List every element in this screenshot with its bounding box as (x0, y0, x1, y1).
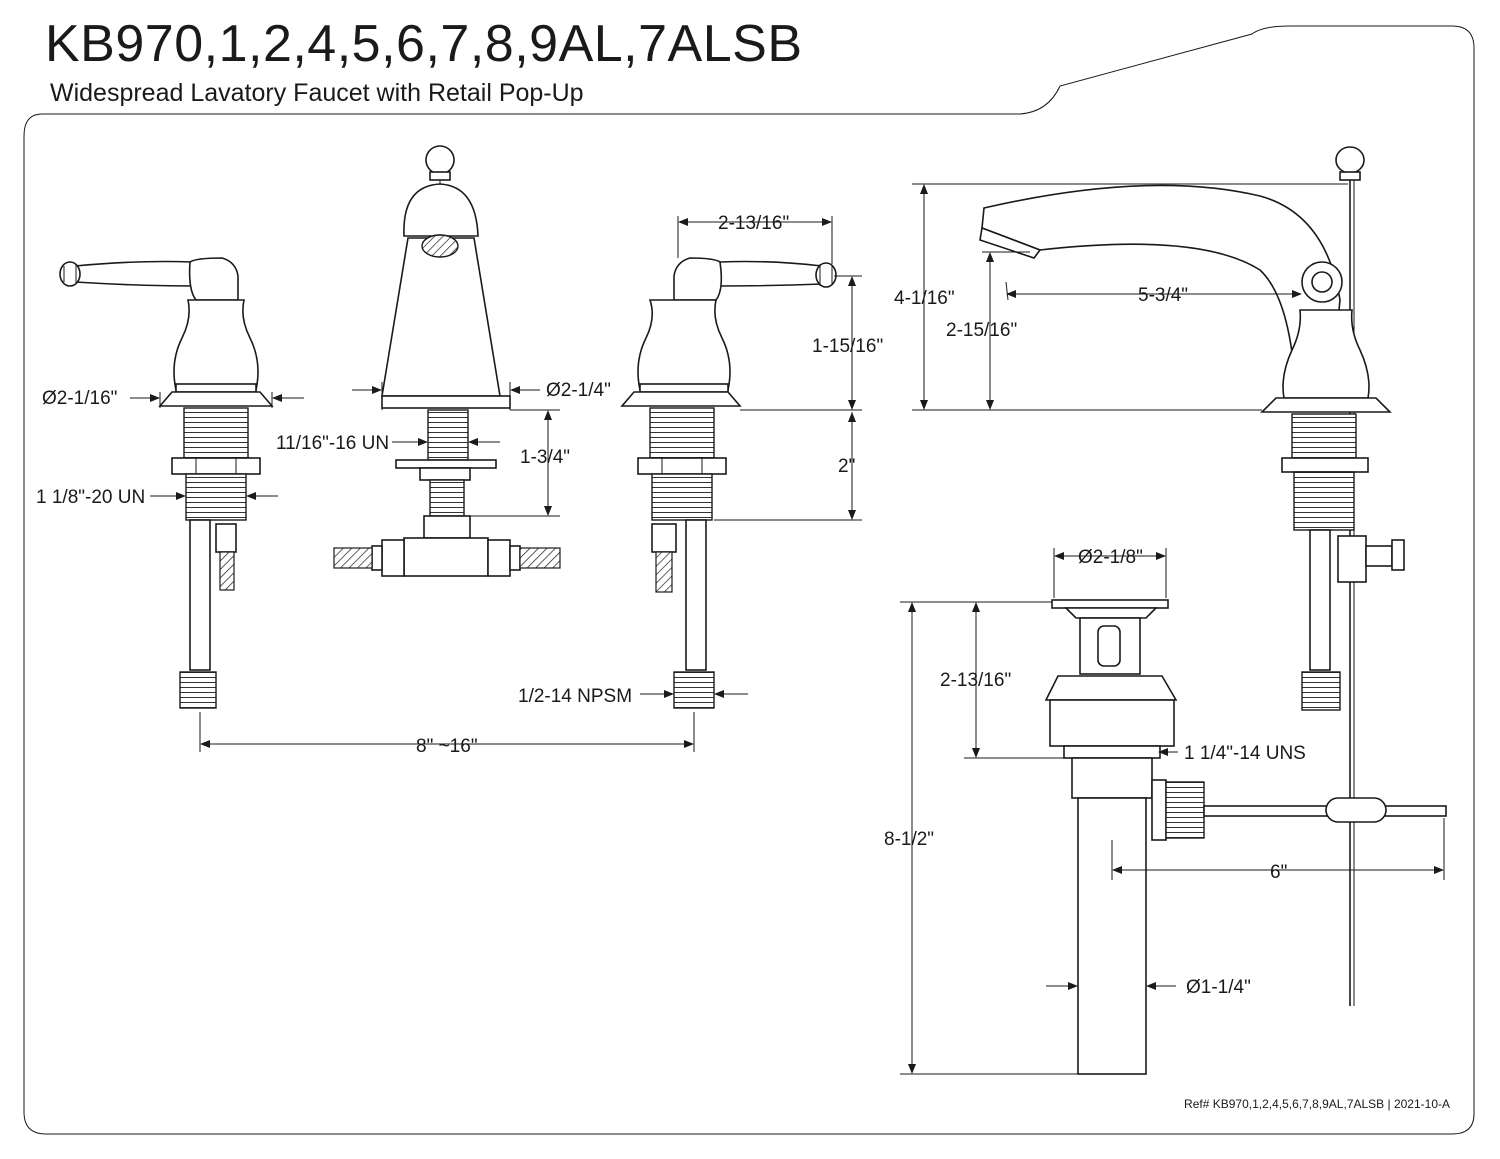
dim-drain-flange-dia: Ø2-1/8" (1078, 547, 1143, 568)
dim-supply-thread: 1/2-14 NPSM (518, 686, 632, 707)
dim-center-spread: 8" ~16" (416, 736, 478, 757)
dim-tailpiece-dia: Ø1-1/4" (1186, 977, 1251, 998)
spout-front-assembly (333, 145, 561, 577)
drawing-frame (23, 25, 1475, 1135)
dim-drain-body-height: 2-13/16" (940, 670, 1011, 691)
page-subtitle: Widespread Lavatory Faucet with Retail P… (50, 79, 584, 107)
drain-assembly (1044, 599, 1447, 1075)
dim-spout-outlet-height: 2-15/16" (946, 320, 1017, 341)
dim-spout-thread: 11/16"-16 UN (276, 433, 389, 454)
page-title: KB970,1,2,4,5,6,7,8,9AL,7ALSB (45, 15, 803, 73)
dim-overall-height: 4-1/16" (894, 288, 955, 309)
dim-handle-lever-span: 2-13/16" (718, 213, 789, 234)
dim-spout-reach: 5-3/4" (1138, 285, 1188, 306)
right-handle-assembly (620, 257, 837, 709)
dim-handle-shank-len: 2" (838, 456, 855, 477)
spout-side-assembly (979, 146, 1405, 1006)
dim-drain-thread: 1 1/4"-14 UNS (1184, 743, 1306, 764)
dim-handle-flange-dia: Ø2-1/16" (42, 388, 117, 409)
dim-pivot-rod-len: 6" (1270, 862, 1287, 883)
dimension-lines (130, 183, 1445, 1075)
dim-drain-overall-height: 8-1/2" (884, 829, 934, 850)
dim-handle-thread: 1 1/8"-20 UN (36, 487, 145, 508)
dim-spout-base-dia: Ø2-1/4" (546, 380, 611, 401)
footer-reference: Ref# KB970,1,2,4,5,6,7,8,9AL,7ALSB | 202… (1184, 1097, 1450, 1111)
dim-spout-shank-len: 1-3/4" (520, 447, 570, 468)
dim-handle-height: 1-15/16" (812, 336, 883, 357)
left-handle-assembly (59, 257, 274, 709)
